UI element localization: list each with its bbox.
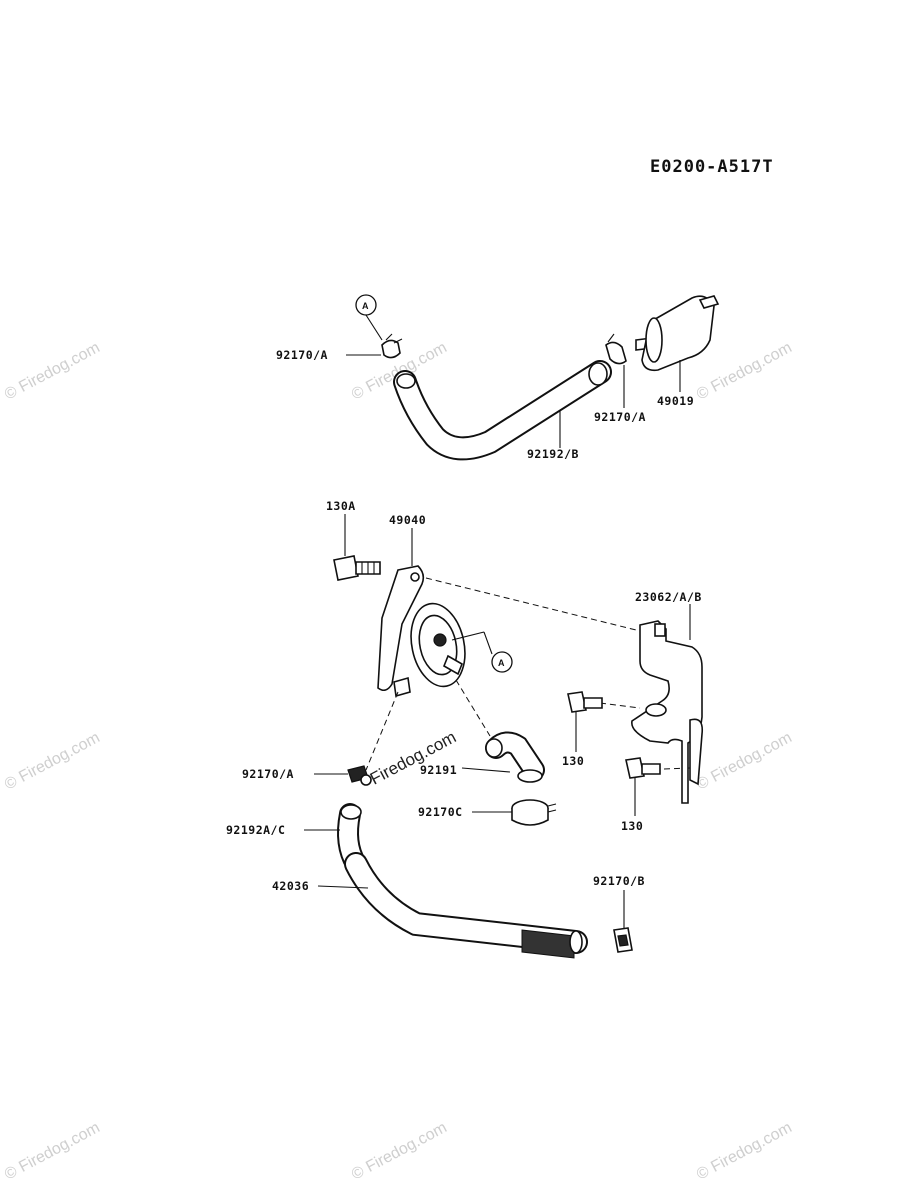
callout-a-middle: A: [451, 631, 513, 673]
label-92192ac: 92192A/C: [226, 823, 285, 837]
elbow-hose-92191: [485, 731, 545, 783]
clamp-92170a-top-right: [605, 333, 627, 365]
bolt-130-lower: [625, 757, 661, 779]
label-130-lower: 130: [621, 819, 643, 833]
label-130-upper: 130: [562, 754, 584, 768]
watermark: © Firedog.com: [2, 729, 103, 793]
bracket-23062: [631, 620, 704, 804]
callout-a-top: A: [355, 294, 383, 341]
watermark-center: Firedog.com: [367, 727, 459, 788]
watermark: © Firedog.com: [694, 729, 795, 793]
label-92170c: 92170C: [418, 805, 463, 819]
svg-text:A: A: [498, 658, 505, 668]
clamp-92170c: [511, 799, 557, 826]
watermark: © Firedog.com: [2, 1119, 103, 1183]
fuel-pump-49040: [377, 565, 466, 698]
fuel-filter-49019: [635, 295, 720, 372]
label-92192b: 92192/B: [527, 447, 579, 461]
clamp-92170a-middle: [347, 765, 372, 786]
hose-92192b: [393, 360, 612, 461]
diagram-code: E0200-A517T: [650, 157, 774, 177]
label-23062: 23062/A/B: [635, 590, 702, 604]
label-92170a-top-left: 92170/A: [276, 348, 328, 362]
clamp-92170b: [613, 927, 633, 953]
watermark: © Firedog.com: [2, 339, 103, 403]
label-49040: 49040: [389, 513, 426, 527]
label-92191: 92191: [420, 763, 457, 777]
label-49019: 49019: [657, 394, 694, 408]
hose-42036: [344, 852, 588, 959]
label-92170a-top-right: 92170/A: [594, 410, 646, 424]
svg-text:A: A: [362, 301, 369, 311]
clamp-92170a-top-left: [381, 333, 403, 359]
bolt-130-upper: [567, 691, 603, 713]
label-92170a-middle: 92170/A: [242, 767, 294, 781]
watermark: © Firedog.com: [694, 1119, 795, 1183]
watermark: © Firedog.com: [694, 339, 795, 403]
label-130a: 130A: [326, 499, 356, 513]
bolt-130a: [333, 555, 381, 581]
label-42036: 42036: [272, 879, 309, 893]
label-92170b: 92170/B: [593, 874, 645, 888]
watermarks: © Firedog.com © Firedog.com © Firedog.co…: [2, 339, 795, 1183]
watermark: © Firedog.com: [349, 1119, 450, 1183]
